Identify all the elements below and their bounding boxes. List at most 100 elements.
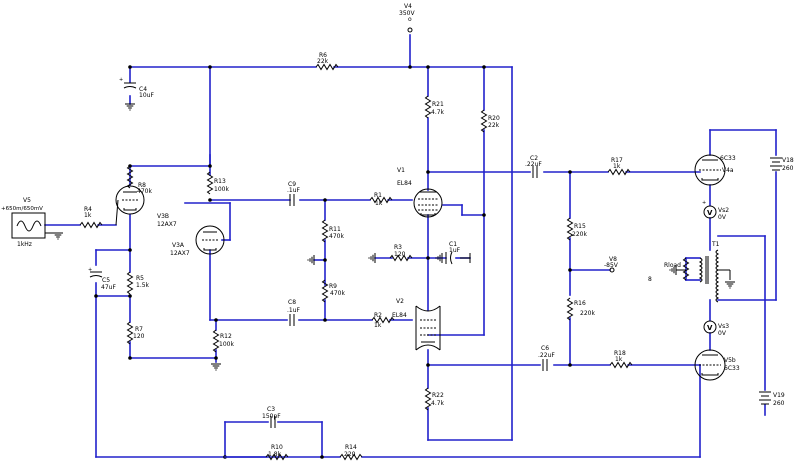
tube-v3b: V3B 12AX7 — [115, 185, 177, 228]
resistor-r10: R10 1.8k — [224, 444, 289, 460]
c9-value: .1uF — [287, 187, 301, 194]
c4-polarity: + — [119, 77, 123, 83]
vs2-name: Vs2 — [718, 207, 729, 214]
r16-value: 220k — [580, 310, 595, 317]
c8-value: .1uF — [287, 307, 301, 314]
resistor-r20: R20 22k — [481, 109, 500, 133]
r20-name: R20 — [488, 115, 500, 122]
r3-name: R3 — [394, 244, 402, 251]
resistor-r1: R1 1k — [369, 192, 393, 207]
resistor-r8: R8 470k — [127, 165, 152, 195]
v18-name: V18 — [782, 157, 794, 164]
rload: Rload 8 — [648, 257, 689, 283]
r11-value: 470k — [329, 233, 344, 240]
resistor-r2: R2 1k — [371, 312, 395, 329]
r15-value: 220k — [572, 231, 587, 238]
tube-v3a: V3A 12AX7 — [170, 225, 225, 257]
resistor-r11: R11 470k — [322, 219, 344, 243]
r2-name: R2 — [374, 312, 382, 319]
c2-name: C2 — [530, 155, 538, 162]
c3-name: C3 — [267, 406, 275, 413]
c3-value: 150pF — [262, 413, 281, 420]
c9-name: C9 — [288, 181, 296, 188]
v4a-value: V4a — [722, 167, 734, 174]
resistor-r22: R22 4.7k — [425, 387, 445, 411]
voltmeter-vs2: V + Vs2 0V — [702, 200, 729, 221]
r15-name: R15 — [574, 223, 586, 230]
r7-name: R7 — [135, 326, 143, 333]
resistor-r16: R16 220k — [567, 297, 595, 321]
capacitor-c5: + C5 47uF — [88, 267, 116, 291]
battery-v18: V18 260 — [770, 157, 794, 172]
v8-name: V8 — [609, 256, 617, 263]
resistor-r21: R21 4.7k — [425, 95, 445, 119]
v4-name: V4 — [404, 3, 412, 10]
r17-value: 1k — [613, 163, 621, 170]
v5-value: +650m/650mV — [1, 206, 43, 212]
tube-v4a: 6C33 V4a — [694, 154, 736, 186]
resistor-r7: R7 120 — [127, 321, 145, 345]
r8-name: R8 — [138, 182, 146, 189]
r3-value: 120 — [394, 251, 406, 258]
r7-value: 120 — [133, 333, 145, 340]
r20-value: 22k — [488, 122, 500, 129]
c1-value: 1uF — [449, 247, 461, 254]
r9-name: R9 — [329, 283, 337, 290]
r18-name: R18 — [614, 350, 626, 357]
v5-freq: 1kHz — [17, 241, 32, 248]
c6-value: .22uF — [538, 352, 555, 359]
capacitor-c8: C8 .1uF — [287, 299, 301, 326]
vs3-name: Vs3 — [718, 323, 729, 330]
r4-value: 1k — [84, 212, 92, 219]
r21-value: 4.7k — [431, 109, 445, 116]
vs2-value: 0V — [718, 214, 727, 221]
r9-value: 470k — [330, 290, 345, 297]
supply-v4: V4 350V o — [399, 3, 415, 33]
r14-value: 220 — [344, 451, 356, 458]
v5-name: V5 — [23, 197, 31, 204]
r22-name: R22 — [432, 392, 444, 399]
r5-value: 1.5k — [136, 282, 150, 289]
r1-value: 1k — [375, 200, 383, 207]
resistor-r18: R18 1k — [609, 350, 633, 368]
vs3-symbol: V — [707, 324, 713, 332]
r12-value: 100k — [219, 341, 234, 348]
wires — [44, 34, 777, 458]
bias-v8: V8 -85V — [604, 256, 619, 273]
t1-name: T1 — [711, 241, 720, 248]
v19-name: V19 — [773, 392, 785, 399]
voltmeter-vs3: V Vs3 0V — [703, 320, 729, 337]
tube-v5b: V5b 6C33 — [694, 349, 740, 381]
r6-value: 22k — [317, 58, 329, 65]
vs3-value: 0V — [718, 330, 727, 337]
resistor-r15: R15 220k — [567, 217, 587, 241]
v8-value: -85V — [604, 262, 619, 269]
v3a-value: 12AX7 — [170, 250, 190, 257]
r16-name: R16 — [574, 300, 586, 307]
v3b-name: V3B — [157, 213, 169, 220]
c4-name: C4 — [139, 86, 147, 93]
v18-value: 260 — [782, 165, 794, 172]
r2-value: 1k — [374, 322, 382, 329]
capacitor-c1: C1 1uF — [435, 241, 471, 265]
v1-value: EL84 — [397, 180, 412, 187]
tube-v1: V1 EL84 — [397, 167, 443, 218]
resistor-r9: R9 470k — [322, 279, 345, 303]
resistor-r14: R14 220 — [339, 444, 363, 460]
resistor-r5: R5 1.5k — [127, 271, 150, 295]
v3a-name: V3A — [172, 242, 185, 249]
tube-v2: V2 EL84 — [392, 298, 441, 351]
v4a-name: 6C33 — [720, 155, 736, 162]
capacitor-c2: C2 .22uF — [525, 155, 542, 178]
vs2-plus: + — [702, 200, 706, 206]
v3b-value: 12AX7 — [157, 221, 177, 228]
c6-name: C6 — [541, 345, 549, 352]
r1-name: R1 — [374, 192, 382, 199]
c8-name: C8 — [288, 299, 296, 306]
resistor-r13: R13 100k — [207, 171, 229, 195]
battery-v19: V19 260 — [759, 391, 785, 407]
c5-polarity: + — [88, 267, 92, 273]
r6-name: R6 — [319, 52, 327, 59]
